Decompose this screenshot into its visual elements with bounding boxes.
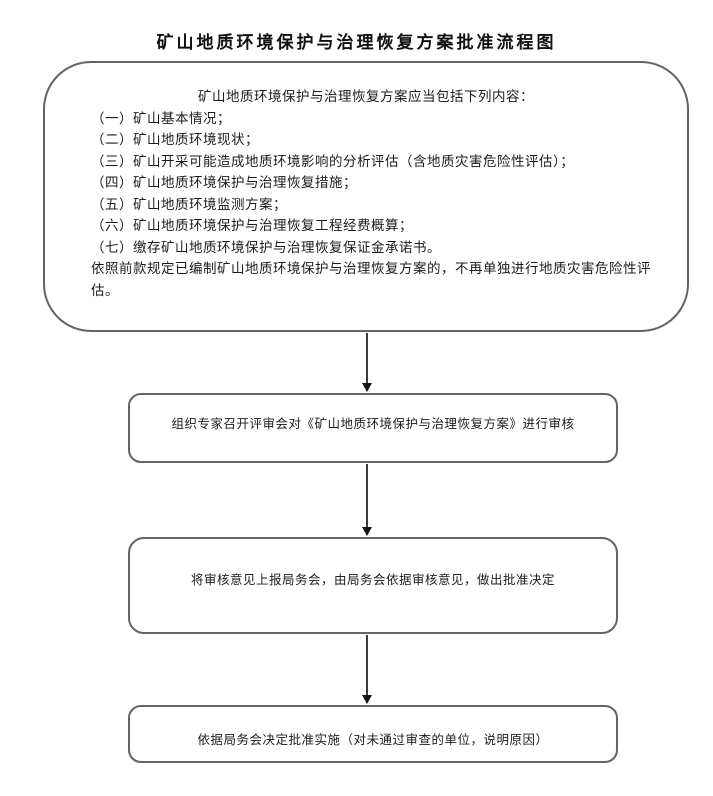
flow-box-bureau-decision: 将审核意见上报局务会，由局务会依据审核意见，做出批准决定 [128, 537, 618, 634]
plan-item-3: （三）矿山开采可能造成地质环境影响的分析评估（含地质灾害危险性评估）； [91, 153, 575, 169]
flow-arrow-3 [361, 635, 373, 704]
flow-box-expert-review: 组织专家召开评审会对《矿山地质环境保护与治理恢复方案》进行审核 [128, 393, 618, 463]
arrow-down-icon [362, 527, 372, 536]
plan-item-5: （五）矿山地质环境监测方案； [91, 196, 287, 212]
arrow-down-icon [362, 383, 372, 392]
page-title: 矿山地质环境保护与治理恢复方案批准流程图 [156, 33, 557, 52]
bureau-decision-label: 将审核意见上报局务会，由局务会依据审核意见，做出批准决定 [190, 573, 555, 587]
arrow-line [366, 635, 368, 695]
plan-item-1: （一）矿山基本情况； [91, 110, 231, 126]
flow-box-plan-contents: 矿山地质环境保护与治理恢复方案应当包括下列内容： （一）矿山基本情况； （二）矿… [43, 61, 689, 332]
plan-item-4: （四）矿山地质环境保护与治理恢复措施； [91, 175, 357, 190]
implementation-label: 依据局务会决定批准实施（对未通过审查的单位，说明原因） [197, 732, 549, 747]
plan-item-7: （七）缴存矿山地质环境保护与治理恢复保证金承诺书。 [91, 239, 441, 255]
arrow-down-icon [362, 695, 372, 704]
plan-contents-note: 依照前款规定已编制矿山地质环境保护与治理恢复方案的，不再单独进行地质灾害危险性评… [91, 261, 651, 298]
arrow-line [366, 333, 368, 383]
flow-arrow-1 [361, 333, 373, 392]
plan-contents-intro: 矿山地质环境保护与治理恢复方案应当包括下列内容： [198, 89, 534, 104]
plan-item-2: （二）矿山地质环境现状； [91, 132, 259, 147]
arrow-line [366, 464, 368, 527]
flow-box-implementation: 依据局务会决定批准实施（对未通过审查的单位，说明原因） [128, 705, 618, 763]
expert-review-label: 组织专家召开评审会对《矿山地质环境保护与治理恢复方案》进行审核 [171, 416, 575, 431]
flow-arrow-2 [361, 464, 373, 536]
plan-item-6: （六）矿山地质环境保护与治理恢复工程经费概算； [91, 218, 413, 233]
